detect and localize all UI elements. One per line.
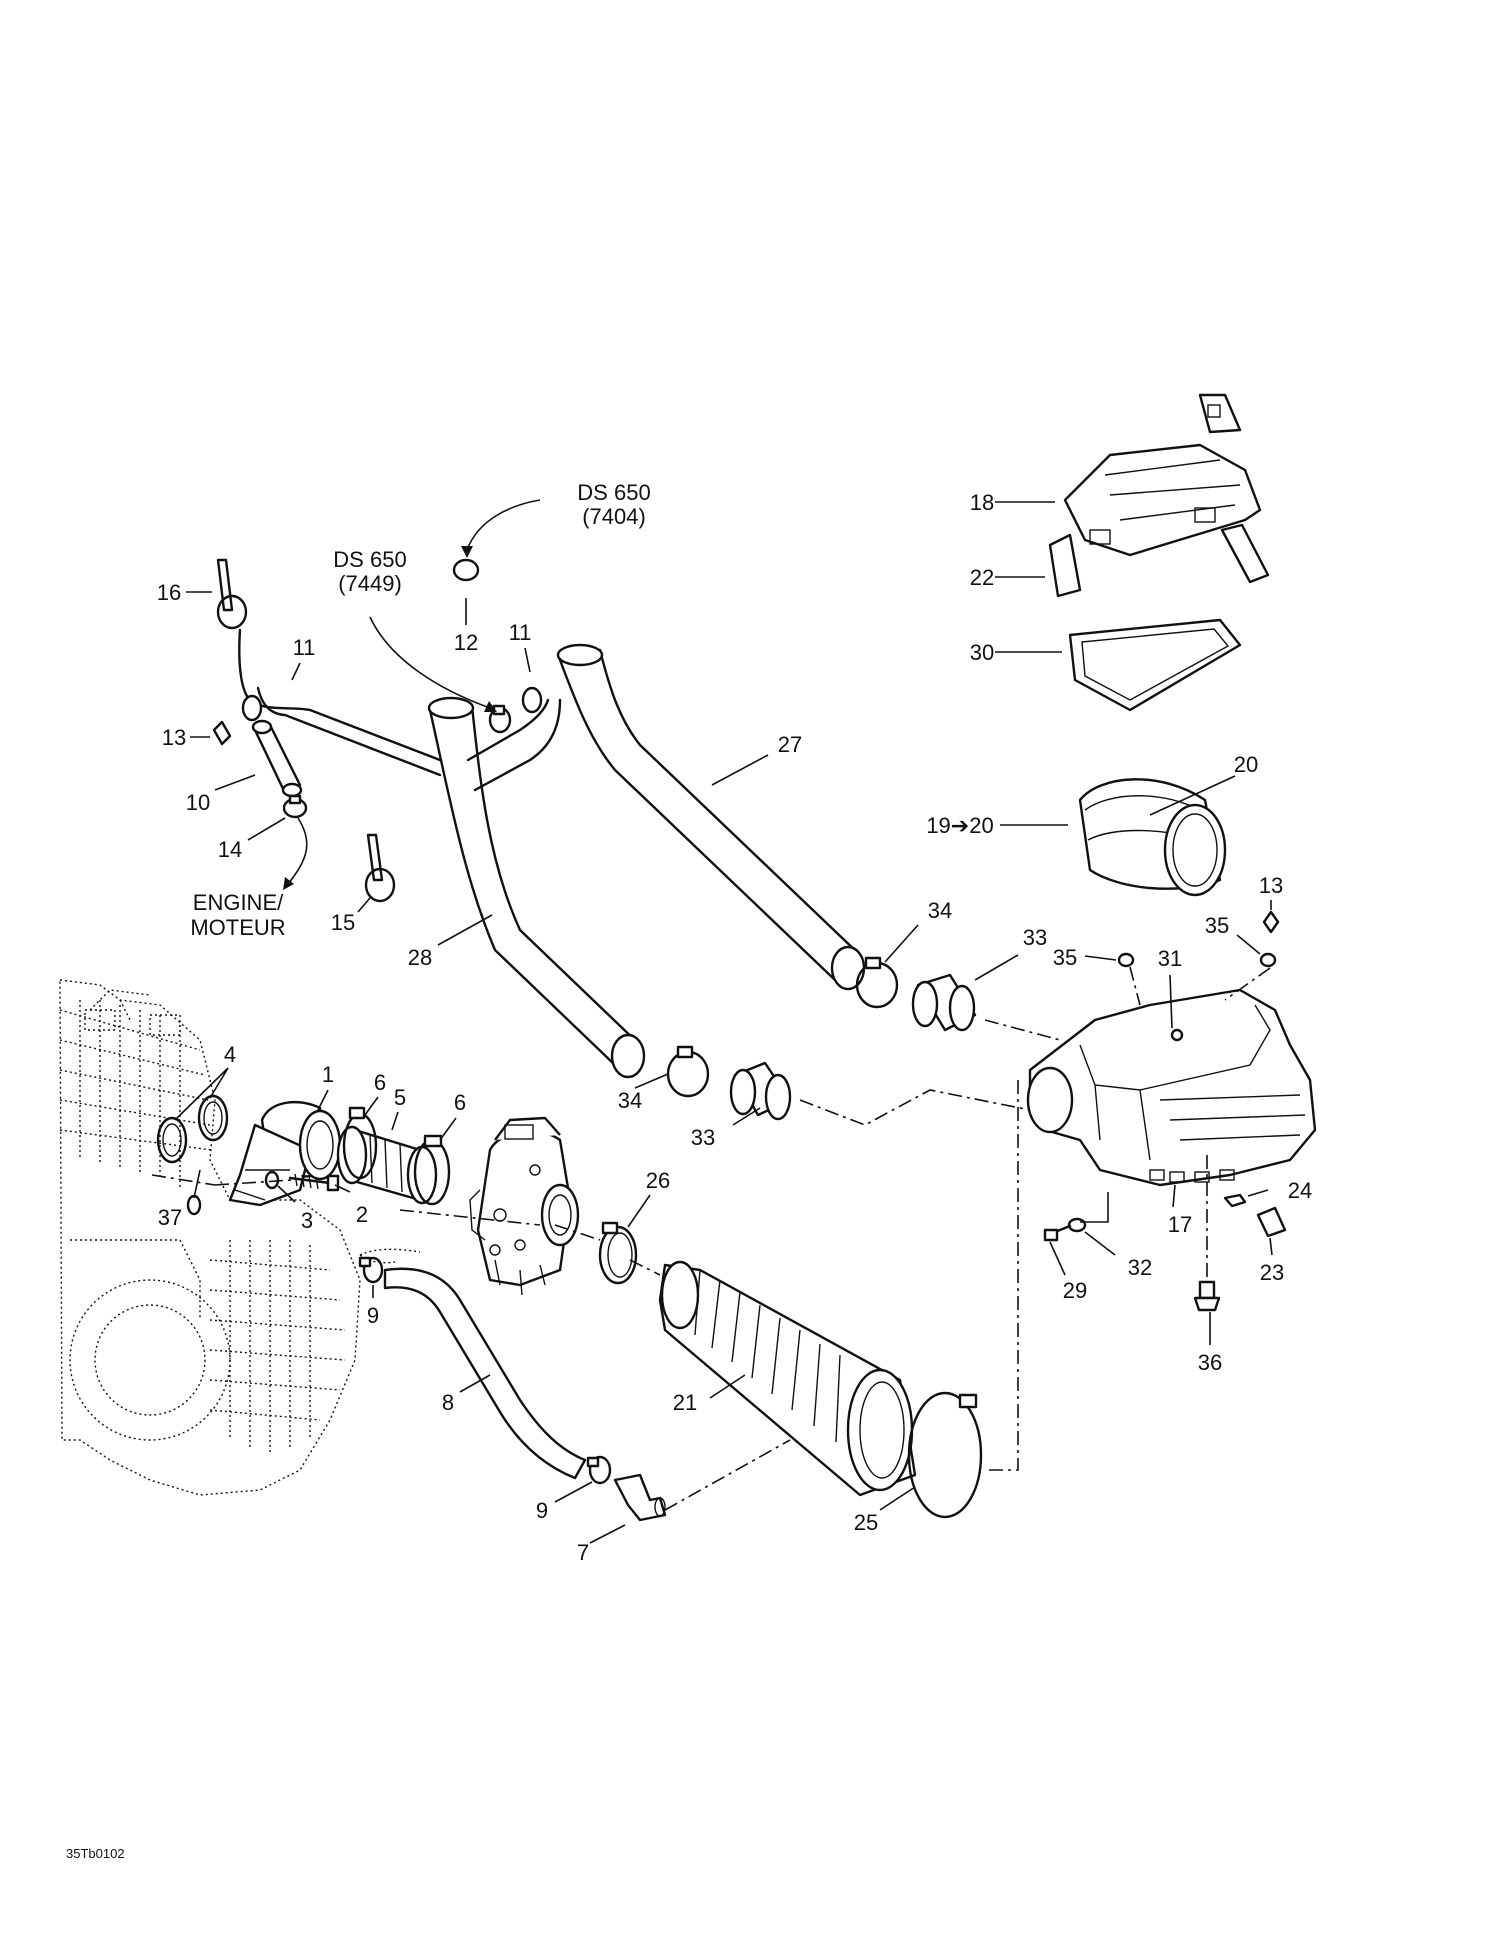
label-37: 37 xyxy=(158,1205,182,1230)
part-29-screw xyxy=(1043,1224,1072,1242)
label-9a: 9 xyxy=(367,1303,379,1328)
part-3-washer xyxy=(264,1170,280,1190)
part-5-carburetor-boot xyxy=(336,1125,438,1205)
part-1-intake-adaptor xyxy=(228,1101,342,1207)
carburetor xyxy=(469,1116,580,1296)
label-16: 16 xyxy=(157,580,181,605)
label-23: 23 xyxy=(1260,1260,1284,1285)
label-34b: 34 xyxy=(618,1088,642,1113)
label-17: 17 xyxy=(1168,1212,1192,1237)
label-11a: 11 xyxy=(293,635,316,660)
label-26: 26 xyxy=(646,1168,670,1193)
note-ds650-7404-line1: DS 650 xyxy=(577,480,650,505)
note-ds650-7449-line1: DS 650 xyxy=(333,547,406,572)
label-8: 8 xyxy=(442,1390,454,1415)
label-2: 2 xyxy=(356,1202,368,1227)
part-11-vent-hose-left xyxy=(238,628,442,777)
label-15: 15 xyxy=(331,910,355,935)
part-35-plugs xyxy=(1117,952,1277,968)
part-25-clamp xyxy=(907,1391,983,1519)
part-31-small-screw xyxy=(1170,1028,1184,1042)
part-14-clamp xyxy=(282,794,308,819)
label-24: 24 xyxy=(1288,1178,1312,1203)
label-35b: 35 xyxy=(1205,913,1229,938)
part-36-drain xyxy=(1193,1280,1221,1312)
note-engine-line2: MOTEUR xyxy=(190,915,285,940)
label-11b: 11 xyxy=(509,620,532,645)
label-9b: 9 xyxy=(536,1498,548,1523)
note-ds650-7404-line2: (7404) xyxy=(582,504,646,529)
part-top-clip xyxy=(1198,393,1242,434)
label-22: 22 xyxy=(970,565,994,590)
note-ds650-7449-line2: (7449) xyxy=(338,571,402,596)
label-32: 32 xyxy=(1128,1255,1152,1280)
part-32-washer xyxy=(1067,1217,1087,1233)
label-27: 27 xyxy=(778,732,802,757)
label-30: 30 xyxy=(970,640,994,665)
engine-outline xyxy=(59,979,361,1496)
part-33-sleeves xyxy=(729,973,977,1121)
label-12: 12 xyxy=(454,630,478,655)
part-30-gasket xyxy=(1068,618,1242,712)
label-34a: 34 xyxy=(928,898,952,923)
label-28: 28 xyxy=(408,945,432,970)
label-6a: 6 xyxy=(374,1070,386,1095)
part-4-o-rings xyxy=(156,1094,229,1164)
part-18-air-box-cover xyxy=(1063,443,1262,557)
label-33b: 33 xyxy=(691,1125,715,1150)
part-2-screw xyxy=(288,1173,340,1192)
label-13a: 13 xyxy=(162,725,186,750)
figure-code: 35Tb0102 xyxy=(66,1846,125,1861)
part-6-clamps xyxy=(342,1106,451,1206)
part-21-intake-silencer xyxy=(658,1260,917,1497)
leader-lines xyxy=(174,499,1273,1544)
part-22-clips xyxy=(1048,523,1270,598)
part-17-air-box xyxy=(1026,988,1317,1187)
label-5: 5 xyxy=(394,1085,406,1110)
part-8-hose xyxy=(359,1248,587,1480)
label-4: 4 xyxy=(224,1042,236,1067)
label-25: 25 xyxy=(854,1510,878,1535)
label-33a: 33 xyxy=(1023,925,1047,950)
label-20: 20 xyxy=(1234,752,1258,777)
label-31: 31 xyxy=(1158,946,1182,971)
label-6b: 6 xyxy=(454,1090,466,1115)
note-engine-line1: ENGINE/ xyxy=(193,890,284,915)
label-10: 10 xyxy=(186,790,210,815)
label-13b: 13 xyxy=(1259,873,1283,898)
label-3: 3 xyxy=(301,1208,313,1233)
model-notes: DS 650 (7404) DS 650 (7449) ENGINE/ MOTE… xyxy=(190,480,650,940)
label-1: 1 xyxy=(322,1062,334,1087)
part-28-air-hose xyxy=(427,696,646,1079)
part-13-fitting-left xyxy=(212,720,232,746)
part-20-air-filter xyxy=(1078,778,1227,897)
label-19-20: 19➔20 xyxy=(926,813,993,838)
label-36: 36 xyxy=(1198,1350,1222,1375)
part-15-tie-strap xyxy=(364,833,396,903)
part-11-vent-hose-right xyxy=(521,686,543,714)
part-37-small-item xyxy=(186,1194,202,1216)
part-27-air-hose xyxy=(556,643,866,991)
label-18: 18 xyxy=(970,490,994,515)
part-26-clamp xyxy=(598,1221,638,1285)
part-10-short-hose xyxy=(251,719,303,798)
part-7-elbow-fitting xyxy=(613,1473,667,1522)
part-23-cap xyxy=(1256,1206,1287,1238)
part-16-tie-strap xyxy=(216,558,248,630)
label-7: 7 xyxy=(577,1540,589,1565)
label-29: 29 xyxy=(1063,1278,1087,1303)
label-14: 14 xyxy=(218,837,242,862)
part-labels: 1 2 3 4 5 6 6 7 8 9 9 10 11 11 12 13 13 … xyxy=(157,490,1312,1565)
part-ds650-7404-ring xyxy=(452,558,480,582)
label-35a: 35 xyxy=(1053,945,1077,970)
center-lines xyxy=(151,966,1271,1511)
part-24-clip xyxy=(1223,1193,1247,1208)
part-9-clamps xyxy=(358,1256,612,1485)
part-13-fitting-right xyxy=(1262,910,1280,934)
label-21: 21 xyxy=(673,1390,697,1415)
